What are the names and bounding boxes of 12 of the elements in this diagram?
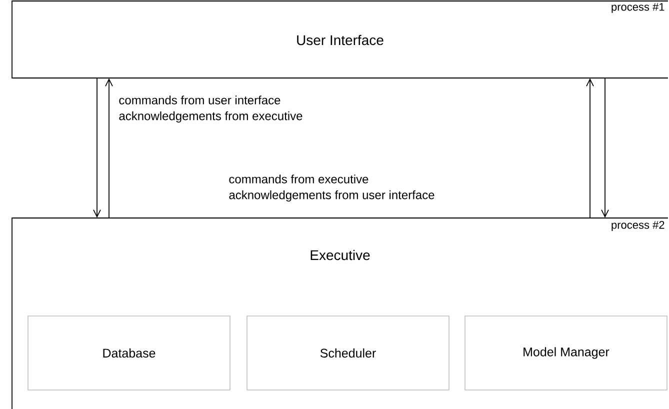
component-box: Model Manager [464,316,668,390]
message-label: commands from user interface [119,96,280,104]
component-box: Database [28,316,230,390]
arrow [93,78,101,218]
arrow [601,78,609,218]
message-label: acknowledgements from user interface [229,190,434,202]
arrow [586,78,594,218]
arrow [105,78,113,218]
component-box: Scheduler [246,316,450,390]
message-label: acknowledgements from executive [119,111,302,123]
message-label: commands from executive [229,174,368,184]
process-box: User Interface process #1 [12,0,668,78]
